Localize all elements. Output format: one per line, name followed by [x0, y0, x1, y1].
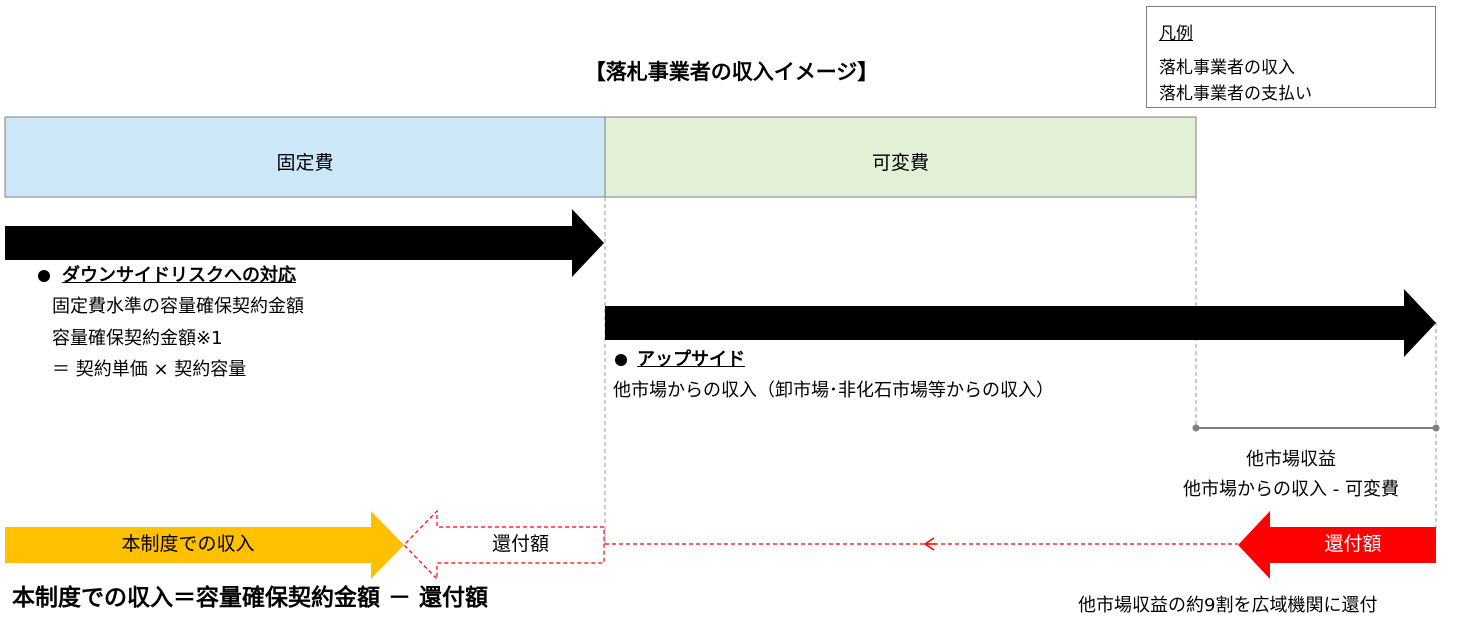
legend-income-label: 落札事業者の収入	[1159, 58, 1295, 78]
upside-line-1: 他市場からの収入（卸市場･非化石市場等からの収入）	[613, 380, 1054, 401]
refund-outline-label: 還付額	[491, 533, 549, 555]
refund-connector-chevron	[923, 537, 935, 551]
downside-heading: ダウンサイドリスクへの対応	[62, 265, 296, 286]
fixed-cost-label: 固定費	[276, 152, 334, 174]
refund-outline-arrow	[403, 509, 605, 581]
downside-bullet-icon	[38, 270, 50, 282]
upside-heading: アップサイド	[637, 349, 745, 370]
refund-red-arrow	[1238, 511, 1436, 579]
formula-text: 本制度での収入＝容量確保契約金額 － 還付額	[12, 585, 489, 611]
downside-line-2: 容量確保契約金額※1	[52, 328, 223, 349]
income-arrow-label: 本制度での収入	[121, 533, 255, 555]
upside-bullet-icon	[615, 354, 627, 366]
downside-line-1: 固定費水準の容量確保契約金額	[52, 296, 304, 317]
profit-span-start-dot	[1192, 424, 1200, 432]
legend-title: 凡例	[1159, 24, 1193, 44]
income-arrow	[5, 511, 404, 579]
legend: 凡例 落札事業者の収入 落札事業者の支払い	[1146, 6, 1436, 108]
legend-payment-label: 落札事業者の支払い	[1159, 84, 1312, 104]
variable-cost-box	[604, 116, 1197, 198]
profit-line-2: 他市場からの収入 - 可変費	[1183, 479, 1399, 500]
variable-cost-label: 可変費	[871, 152, 929, 174]
refund-note: 他市場収益の約9割を広域機関に還付	[1078, 595, 1378, 616]
downside-line-3: ＝ 契約単価 × 契約容量	[52, 359, 247, 380]
fixed-cost-box	[4, 116, 606, 198]
upside-income-arrow	[605, 289, 1436, 357]
fixed-income-arrow	[5, 209, 604, 277]
profit-line-1: 他市場収益	[1246, 449, 1336, 470]
page-title: 【落札事業者の収入イメージ】	[584, 60, 879, 84]
refund-red-label: 還付額	[1324, 533, 1382, 555]
profit-span-end-dot	[1432, 424, 1440, 432]
